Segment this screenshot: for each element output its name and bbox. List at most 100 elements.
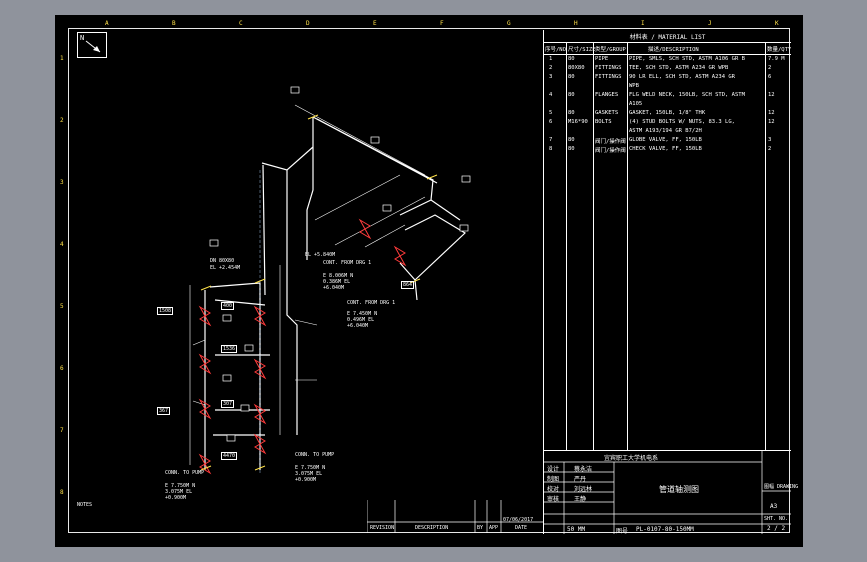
material-no: 7 [549, 137, 553, 143]
elevation-tag: 1508 [157, 307, 174, 315]
date-header: DATE [515, 525, 528, 531]
material-size: 80 [568, 56, 575, 62]
material-qty: 12 [768, 92, 775, 98]
bottom-left-value: 50_MM [567, 526, 586, 533]
material-desc: (4) STUD BOLTS W/ NUTS, 83.3 LG, [629, 119, 735, 125]
material-no: 6 [549, 119, 553, 125]
column-letter: I [641, 20, 645, 27]
material-qty: 12 [768, 119, 775, 125]
material-desc: PIPE, SMLS, SCH STD, ASTM A106 GR B [629, 56, 745, 62]
material-no: 3 [549, 74, 553, 80]
material-group: 阀门/操作阀 [595, 139, 626, 145]
material-group: FITTINGS [595, 74, 622, 80]
material-list-title: 材料表 / MATERIAL LIST [629, 34, 706, 41]
el-top-label: EL +5.840M [305, 252, 336, 258]
row-number: 2 [60, 117, 64, 124]
column-letter: H [574, 20, 578, 27]
title-row-value: 严丹 [574, 476, 587, 483]
column-letter: A [105, 20, 109, 27]
material-group: FLANGES [595, 92, 619, 98]
material-list: 材料表 / MATERIAL LIST 序号/NO 尺寸/SIZE 类型/GRO… [543, 30, 791, 450]
drawing-number-label: 图号 [616, 528, 629, 535]
header-size: 尺寸/SIZE [568, 47, 596, 53]
conn-from-label: CONT. FROM DRG 1 [347, 300, 396, 306]
title-row-label: 校对 [547, 486, 560, 493]
material-size: 80X80 [568, 65, 585, 71]
material-list-header: 序号/NO 尺寸/SIZE 类型/GROUP 描述/DESCRIPTION 数量… [544, 42, 791, 55]
description-header: DESCRIPTION [415, 525, 449, 531]
material-no: 1 [549, 56, 553, 62]
column-letter: F [440, 20, 444, 27]
material-desc: TEE, SCH STD, ASTM A234 GR WPB [629, 65, 729, 71]
material-desc: GLOBE VALVE, FF, 150LB [629, 137, 702, 143]
material-no: 2 [549, 65, 553, 71]
flange-tag: 1536 [221, 345, 238, 353]
flange-tag: 400 [221, 302, 235, 310]
material-qty: 2 [768, 65, 772, 71]
title-row-value: 王静 [574, 496, 587, 503]
app-header: APP [489, 525, 499, 531]
coordinate-label: E 7.750M N 3.075M EL +0.900M [165, 483, 196, 501]
scale-label: 图幅 DRAWING [764, 484, 799, 490]
row-number: 6 [60, 365, 64, 372]
title-block: 宜宾职工大学机电系 设计 蔡永洁制图 严丹校对 刘远林审核 王静 管道轴测图 图幅 DR… [543, 450, 798, 535]
north-arrow-icon [85, 40, 101, 53]
material-qty: 12 [768, 110, 775, 116]
conn-to-label: CONN. TO PUMP [165, 470, 205, 476]
header-group: 类型/GROUP [595, 47, 626, 53]
column-letter: D [306, 20, 310, 27]
material-desc: ASTM A193/194 GR B7/2H [629, 128, 702, 134]
row-number: 5 [60, 303, 64, 310]
column-letter: G [507, 20, 511, 27]
flange-tag: 307 [221, 400, 235, 408]
north-arrow: N [77, 32, 107, 58]
material-size: 80 [568, 137, 575, 143]
school-name: 宜宾职工大学机电系 [604, 455, 659, 462]
material-group: BOLTS [595, 119, 612, 125]
material-desc: GASKET, 150LB, 1/8" THK [629, 110, 706, 116]
material-desc: CHECK VALVE, FF, 150LB [629, 146, 702, 152]
revision-date: 07/06/2017 [503, 517, 534, 523]
elevation-tag: 367 [157, 407, 171, 415]
row-number: 4 [60, 241, 64, 248]
title-row-value: 刘远林 [574, 486, 593, 493]
title-row-value: 蔡永洁 [574, 466, 593, 473]
title-row-label: 设计 [547, 466, 560, 473]
material-qty: 6 [768, 74, 772, 80]
column-letter: C [239, 20, 243, 27]
material-desc: FLG WELD NECK, 150LB, SCH STD, ASTM [629, 92, 745, 98]
material-qty: 2 [768, 146, 772, 152]
row-number: 7 [60, 427, 64, 434]
header-qty: 数量/QTY [767, 47, 792, 53]
material-group: PIPE [595, 56, 609, 62]
material-desc: 90 LR ELL, SCH STD, ASTM A234 GR [629, 74, 735, 80]
drawing-border [68, 28, 790, 533]
title-row-label: 审核 [547, 496, 560, 503]
title-row-label: 制图 [547, 476, 560, 483]
column-letter: J [708, 20, 712, 27]
material-size: M16*90 [568, 119, 588, 125]
drawing-number: PL-0107-80-150MM [636, 526, 694, 533]
material-size: 80 [568, 74, 575, 80]
row-number: 3 [60, 179, 64, 186]
material-group: GASKETS [595, 110, 619, 116]
header-description: 描述/DESCRIPTION [648, 47, 699, 53]
conn-to-label: CONN. TO PUMP [295, 452, 335, 458]
column-letter: B [172, 20, 176, 27]
material-no: 5 [549, 110, 553, 116]
north-label: N [80, 34, 85, 42]
material-size: 80 [568, 110, 575, 116]
drawing-title: 管道轴测图 [659, 485, 699, 494]
row-number: 1 [60, 55, 64, 62]
column-letter: E [373, 20, 377, 27]
sheet-number: 2 / 2 [767, 525, 786, 532]
notes-label: NOTES [77, 502, 93, 508]
material-group: 阀门/操作阀 [595, 148, 626, 154]
material-desc: A105 [629, 101, 643, 107]
material-size: 80 [568, 146, 575, 152]
material-qty: 7.9 M [768, 56, 785, 62]
by-header: BY [477, 525, 484, 531]
material-no: 8 [549, 146, 553, 152]
coordinate-label: E 7.450M N 0.496M EL +6.040M [347, 311, 378, 329]
